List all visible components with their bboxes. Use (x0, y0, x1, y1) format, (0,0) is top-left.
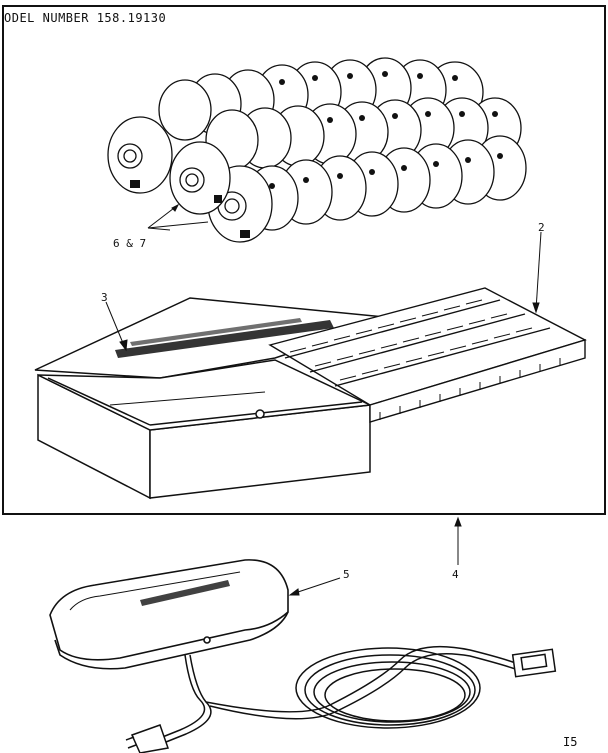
cam-tray (268, 287, 587, 423)
callout-3: 3 (101, 291, 108, 304)
leader-4 (454, 516, 462, 565)
tray-slots (289, 299, 561, 420)
cam-holes (130, 71, 503, 238)
foot-control-label (140, 580, 230, 606)
callout-5: 5 (343, 568, 350, 581)
power-cord (159, 645, 521, 743)
case-lid-lettering (115, 318, 334, 358)
diagram-frame (2, 5, 606, 515)
leader-6-7 (147, 203, 209, 231)
machine-connector (511, 648, 557, 678)
leader-5 (288, 577, 341, 596)
foot-control (49, 559, 289, 670)
leader-3 (105, 301, 128, 352)
callout-6-7: 6 & 7 (113, 237, 147, 250)
wall-plug (125, 724, 169, 753)
model-number: ODEL NUMBER 158.19130 (4, 11, 167, 25)
callout-4: 4 (452, 568, 459, 581)
pattern-cams (107, 57, 527, 243)
leader-2 (532, 231, 542, 314)
callout-2: 2 (538, 221, 545, 234)
page-number: I5 (563, 735, 578, 749)
